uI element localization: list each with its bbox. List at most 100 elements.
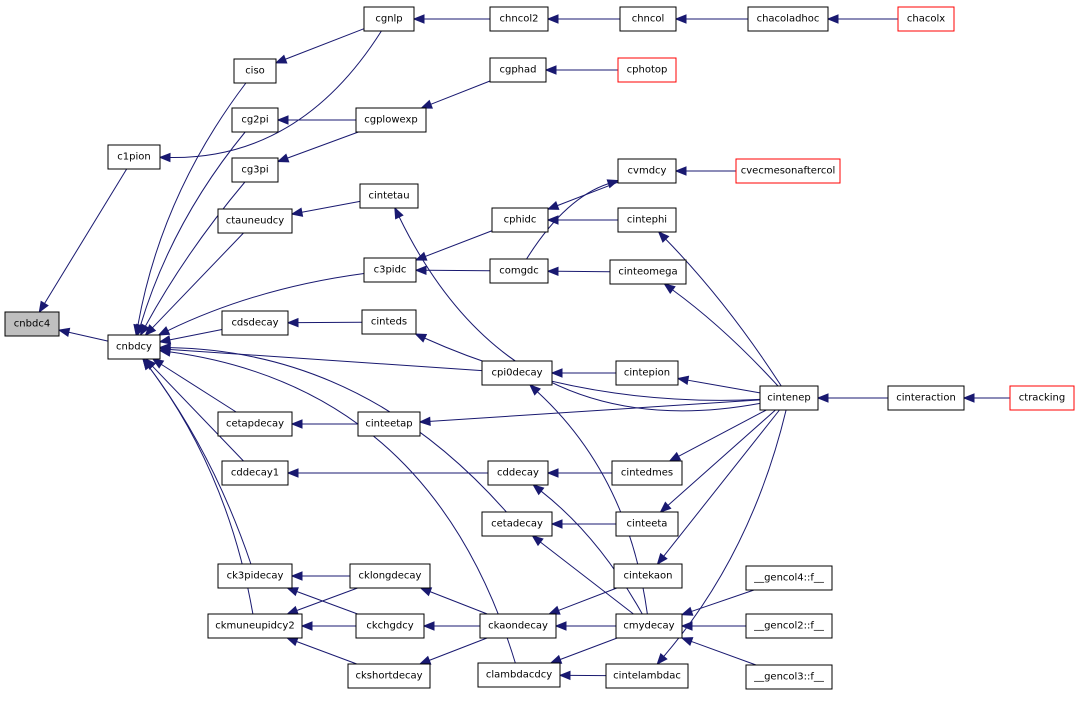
node-label: cinteeta — [627, 519, 668, 530]
node-label: cintephi — [627, 215, 667, 226]
edge-line — [68, 331, 109, 342]
node-cmydecay[interactable]: cmydecay — [615, 613, 683, 639]
node-cintekaon[interactable]: cintekaon — [613, 563, 683, 589]
node-cintelambdac[interactable]: cintelambdac — [605, 663, 689, 689]
node-box — [613, 563, 683, 589]
node-box — [887, 385, 965, 411]
node-label: cddecay1 — [231, 468, 279, 479]
edge-line — [691, 589, 755, 612]
node-cinteetap[interactable]: cinteetap — [357, 411, 421, 437]
node-ctauneudcy[interactable]: ctauneudcy — [217, 208, 293, 234]
node-cnbdcy[interactable]: cnbdcy — [107, 334, 161, 360]
node-cphidc[interactable]: cphidc — [491, 207, 549, 233]
arrowhead-icon — [300, 621, 313, 631]
node-cintephi[interactable]: cintephi — [617, 207, 677, 233]
node-gencol4[interactable]: __gencol4::f__ — [745, 565, 833, 591]
node-box — [481, 360, 553, 386]
edge-line — [301, 200, 361, 213]
arrowhead-icon — [412, 14, 425, 24]
node-cg3pi[interactable]: cg3pi — [231, 157, 279, 183]
node-gencol3[interactable]: __gencol3::f__ — [745, 664, 833, 690]
arrowhead-icon — [290, 571, 303, 581]
node-ctracking[interactable]: ctracking — [1009, 385, 1075, 411]
node-box — [897, 6, 955, 32]
node-cinteeta[interactable]: cinteeta — [615, 511, 679, 537]
edge-cintekaon-to-ckaondecay — [547, 587, 617, 615]
node-cintedmes[interactable]: cintedmes — [611, 460, 683, 486]
node-cg2pi[interactable]: cg2pi — [231, 107, 279, 133]
node-cvecmesonaftercol[interactable]: cvecmesonaftercol — [735, 158, 841, 184]
node-cvmdcy[interactable]: cvmdcy — [617, 158, 677, 184]
node-chacoladhoc[interactable]: chacoladhoc — [747, 6, 829, 32]
node-cinteomega[interactable]: cinteomega — [609, 259, 687, 285]
node-clambdacdcy[interactable]: clambdacdcy — [477, 662, 561, 688]
edge-line — [296, 591, 358, 615]
node-box — [359, 183, 419, 209]
node-chncol2[interactable]: chncol2 — [489, 6, 549, 32]
edge-cgplowexp-to-cg3pi — [276, 131, 359, 163]
node-cgplowexp[interactable]: cgplowexp — [355, 107, 427, 133]
arrowhead-icon — [962, 393, 975, 403]
edge-line — [540, 541, 634, 615]
node-label: cetapdecay — [226, 419, 284, 430]
node-chacolx[interactable]: chacolx — [897, 6, 955, 32]
arrowhead-icon — [546, 14, 559, 24]
node-label: ctracking — [1019, 393, 1065, 404]
arrowhead-icon — [144, 324, 157, 336]
node-ckmuneupidcy2[interactable]: ckmuneupidcy2 — [207, 613, 303, 639]
node-ciso[interactable]: ciso — [233, 58, 277, 84]
node-cetapdecay[interactable]: cetapdecay — [217, 411, 293, 437]
edge-cphotop-to-cgphad — [544, 65, 618, 75]
edge-line — [672, 289, 779, 387]
edge-cvecmesonaftercol-to-cvmdcy — [674, 166, 736, 176]
node-comgdc[interactable]: comgdc — [489, 258, 549, 284]
node-cddecay1[interactable]: cddecay1 — [221, 460, 289, 486]
node-gencol2[interactable]: __gencol2::f__ — [745, 613, 833, 639]
edge-cgnlp-to-c1pion — [158, 30, 382, 163]
edge-chacoladhoc-to-chncol — [674, 14, 748, 24]
node-box — [479, 613, 557, 639]
edge-line — [169, 347, 507, 513]
node-cinteds[interactable]: cinteds — [361, 309, 417, 335]
node-box — [1009, 385, 1075, 411]
node-label: cvecmesonaftercol — [741, 166, 835, 177]
node-ckaondecay[interactable]: ckaondecay — [479, 613, 557, 639]
arrowhead-icon — [659, 501, 672, 513]
node-ckshortdecay[interactable]: ckshortdecay — [347, 663, 431, 689]
node-cinteraction[interactable]: cinteraction — [887, 385, 965, 411]
edge-cintenep-to-cinteeta — [659, 409, 776, 513]
node-label: cphidc — [504, 215, 537, 226]
node-ck3pidecay[interactable]: ck3pidecay — [217, 563, 293, 589]
node-label: chncol2 — [500, 14, 539, 25]
node-label: __gencol3::f__ — [753, 672, 825, 683]
node-label: cintenep — [767, 393, 811, 404]
node-cgphad[interactable]: cgphad — [489, 57, 547, 83]
node-cphotop[interactable]: cphotop — [617, 57, 677, 83]
node-c1pion[interactable]: c1pion — [107, 144, 161, 170]
arrowhead-icon — [668, 451, 682, 462]
node-cetadecay[interactable]: cetadecay — [481, 511, 553, 537]
node-box — [615, 613, 683, 639]
node-cintepion[interactable]: cintepion — [615, 360, 679, 386]
node-ckchgdcy[interactable]: ckchgdcy — [355, 613, 425, 639]
edge-cintenep-to-cintetau — [394, 206, 761, 412]
node-cddecay[interactable]: cddecay — [487, 460, 549, 486]
arrowhead-icon — [549, 654, 563, 664]
node-label: cetadecay — [491, 519, 543, 530]
node-cpi0decay[interactable]: cpi0decay — [481, 360, 553, 386]
arrowhead-icon — [420, 99, 433, 109]
node-cdsdecay[interactable]: cdsdecay — [221, 310, 289, 336]
node-label: cgnlp — [375, 14, 402, 25]
node-cintetau[interactable]: cintetau — [359, 183, 419, 209]
node-chncol[interactable]: chncol — [619, 6, 677, 32]
node-box — [477, 662, 561, 688]
arrowhead-icon — [418, 655, 432, 665]
node-box — [487, 460, 549, 486]
node-cintenep[interactable]: cintenep — [759, 385, 819, 411]
node-box — [617, 57, 677, 83]
edge-cmydecay-to-cetadecay — [531, 535, 634, 615]
node-cgnlp[interactable]: cgnlp — [363, 6, 415, 32]
node-cklongdecay[interactable]: cklongdecay — [349, 563, 431, 589]
node-c3pidc[interactable]: c3pidc — [363, 257, 417, 283]
node-box — [107, 334, 161, 360]
